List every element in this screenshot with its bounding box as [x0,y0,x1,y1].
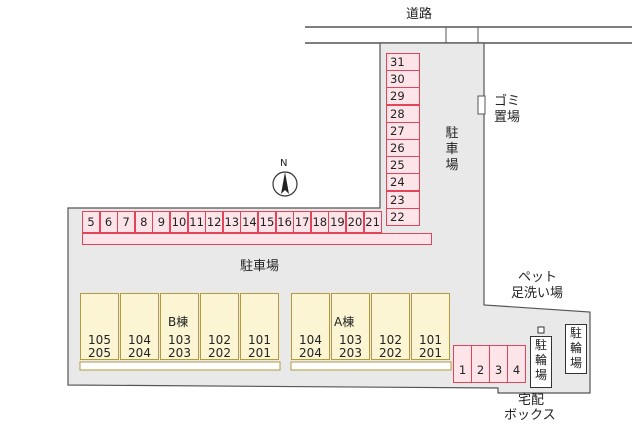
parking-space-6: 6 [99,211,118,233]
unit-number-upper: 103 [168,333,191,347]
parking-space-25: 25 [386,156,420,175]
delivery-box-label-line2: ボックス [504,408,556,423]
bicycle-parking-label: 駐輪場 [570,326,583,370]
building-name-a: A棟 [334,315,355,329]
parking-space-17: 17 [293,211,312,233]
parking-space-23: 23 [386,190,420,209]
unit-number-lower: 201 [419,346,442,360]
building-name-b: B棟 [168,315,189,329]
unit-number-lower: 204 [128,346,151,360]
unit-number-lower: 204 [299,346,322,360]
parking-space-15: 15 [258,211,276,233]
unit-number-lower: 203 [339,346,362,360]
unit-number-lower: 202 [379,346,402,360]
parking-space-12: 12 [205,211,224,233]
parking-space-29: 29 [386,87,420,106]
pet-wash-label-line2: 足洗い場 [511,286,564,301]
unit-number-lower: 202 [208,346,231,360]
parking-space-16: 16 [275,211,294,233]
bicycle-parking-label-box: 駐輪場 [565,324,587,374]
parking-area-label-vertical: 駐車場 [445,126,459,173]
parking-space-28: 28 [386,104,420,123]
parking-space-19: 19 [328,211,347,233]
road-label: 道路 [406,7,433,22]
parking-space-9: 9 [152,211,171,233]
unit-number-upper: 104 [299,333,322,347]
unit-number-upper: 104 [128,333,151,347]
parking-space-24: 24 [386,173,420,192]
parking-space-18: 18 [310,211,329,233]
parking-row-strip [82,233,432,245]
unit-number-upper: 102 [379,333,402,347]
parking-space-2: 2 [471,345,490,383]
parking-space-11: 11 [187,211,206,233]
parking-space-8: 8 [134,211,153,233]
unit-number-upper: 103 [339,333,362,347]
unit-number-upper: 101 [248,333,271,347]
unit-number-lower: 205 [88,346,111,360]
parking-area-label: 駐車場 [240,259,280,274]
parking-space-14: 14 [240,211,259,233]
unit-number-lower: 203 [168,346,191,360]
parking-space-26: 26 [386,139,420,157]
parking-space-20: 20 [346,211,364,233]
unit-number-upper: 101 [419,333,442,347]
bicycle-parking-inner-label: 駐輪場 [535,338,548,382]
garbage-station-label: ゴミ置場 [493,94,520,125]
unit-number-upper: 102 [208,333,231,347]
parking-space-27: 27 [386,121,420,140]
delivery-box-label-line1: 宅配 [518,393,545,408]
parking-space-13: 13 [222,211,241,233]
parking-space-22: 22 [386,207,420,226]
parking-space-30: 30 [386,70,420,89]
unit-number-upper: 105 [88,333,111,347]
parking-space-7: 7 [117,211,136,233]
parking-space-21: 21 [363,211,382,233]
parking-space-4: 4 [507,345,526,383]
unit-number-lower: 201 [248,346,271,360]
parking-space-10: 10 [170,211,188,233]
parking-space-3: 3 [489,345,508,383]
bicycle-parking-box: 駐輪場 [530,336,552,388]
parking-space-31: 31 [386,53,420,71]
pet-wash-label-line1: ペット [518,270,558,285]
north-label: N [280,158,288,169]
parking-space-5: 5 [82,211,100,233]
parking-space-1: 1 [453,345,472,383]
